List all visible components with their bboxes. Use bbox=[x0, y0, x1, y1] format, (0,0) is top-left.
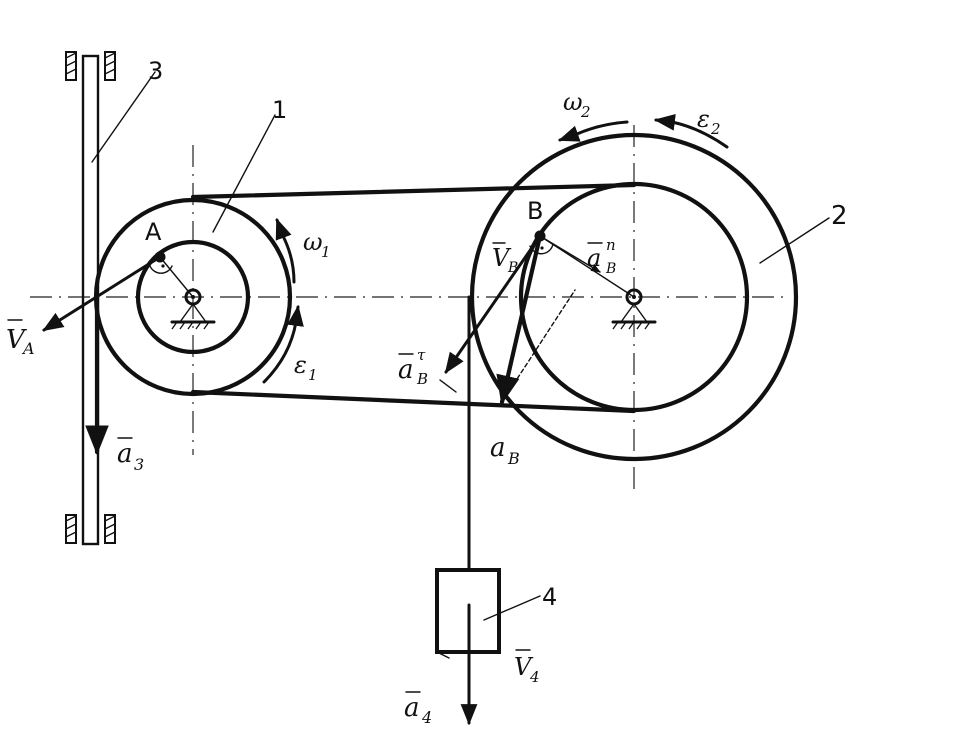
svg-text:a: a bbox=[490, 433, 506, 463]
leader-4 bbox=[483, 595, 541, 621]
omega-1-arrow bbox=[275, 218, 292, 241]
svg-text:2: 2 bbox=[710, 120, 721, 138]
center-lines bbox=[30, 125, 790, 495]
svg-text:ω: ω bbox=[563, 88, 583, 116]
svg-text:ε: ε bbox=[697, 105, 710, 133]
svg-text:V: V bbox=[492, 244, 512, 272]
epsilon-2-arc bbox=[670, 120, 729, 149]
svg-text:4: 4 bbox=[421, 708, 432, 727]
label-1: 1 bbox=[272, 96, 287, 124]
svg-text:τ: τ bbox=[417, 346, 426, 364]
label-point-a: A bbox=[145, 218, 162, 246]
svg-text:a: a bbox=[117, 439, 133, 469]
leader-3 bbox=[91, 71, 156, 163]
label-epsilon-2: ε 2 bbox=[697, 105, 721, 138]
omega-2-arrow bbox=[558, 125, 581, 142]
svg-text:a: a bbox=[404, 693, 420, 723]
svg-text:3: 3 bbox=[134, 455, 144, 474]
vector-a-b-n bbox=[539, 235, 601, 273]
svg-text:a: a bbox=[398, 355, 414, 385]
right-angle-b-dot bbox=[540, 246, 544, 250]
leader-2 bbox=[759, 217, 830, 264]
svg-text:B: B bbox=[507, 449, 520, 468]
right-angle-a-dot bbox=[161, 264, 165, 268]
label-omega-1: ω 1 bbox=[303, 228, 331, 261]
svg-text:V: V bbox=[6, 325, 27, 355]
svg-text:ω: ω bbox=[303, 228, 323, 256]
vector-a-b bbox=[496, 233, 543, 405]
epsilon-1-arc bbox=[262, 320, 298, 384]
vector-v-b bbox=[444, 234, 542, 374]
svg-text:4: 4 bbox=[529, 668, 540, 686]
weight-4-tick bbox=[436, 651, 450, 659]
label-a-4: a 4 bbox=[404, 691, 432, 727]
label-omega-2: ω 2 bbox=[563, 88, 591, 121]
svg-text:n: n bbox=[606, 236, 616, 254]
belt bbox=[190, 182, 637, 414]
svg-text:A: A bbox=[21, 339, 35, 358]
label-a-3: a 3 bbox=[117, 437, 144, 474]
epsilon-2-arrow bbox=[653, 114, 676, 131]
label-v-b: V B bbox=[492, 242, 518, 276]
wheel-2-support bbox=[611, 288, 657, 330]
label-3: 3 bbox=[148, 57, 163, 85]
radius-lines bbox=[159, 235, 635, 403]
wheel-1-support bbox=[170, 288, 216, 330]
epsilon-1-arrow bbox=[287, 304, 304, 327]
svg-text:B: B bbox=[507, 260, 518, 276]
label-point-b: B bbox=[527, 197, 543, 225]
omega-2-arc bbox=[575, 120, 629, 136]
label-a-b-n: a n B bbox=[587, 236, 616, 277]
leader-1 bbox=[212, 114, 276, 233]
label-4: 4 bbox=[542, 583, 557, 611]
svg-text:2: 2 bbox=[580, 103, 591, 121]
label-2: 2 bbox=[831, 201, 848, 231]
label-v-a: V A bbox=[6, 319, 35, 358]
svg-text:ε: ε bbox=[294, 351, 307, 379]
label-epsilon-1: ε 1 bbox=[294, 351, 318, 384]
svg-text:B: B bbox=[416, 370, 428, 388]
svg-text:B: B bbox=[605, 261, 616, 277]
right-angle-a bbox=[149, 265, 173, 274]
vector-v-a bbox=[42, 255, 162, 332]
svg-text:1: 1 bbox=[321, 243, 331, 261]
svg-text:V: V bbox=[514, 653, 534, 681]
svg-text:a: a bbox=[587, 244, 601, 272]
label-a-b-tau: a τ B bbox=[398, 346, 428, 388]
svg-text:1: 1 bbox=[308, 366, 318, 384]
rod-guides bbox=[65, 51, 116, 544]
vector-a-b-tau-tick bbox=[439, 379, 457, 393]
label-v-4: V 4 bbox=[514, 649, 540, 686]
label-a-b: a B bbox=[490, 433, 520, 468]
